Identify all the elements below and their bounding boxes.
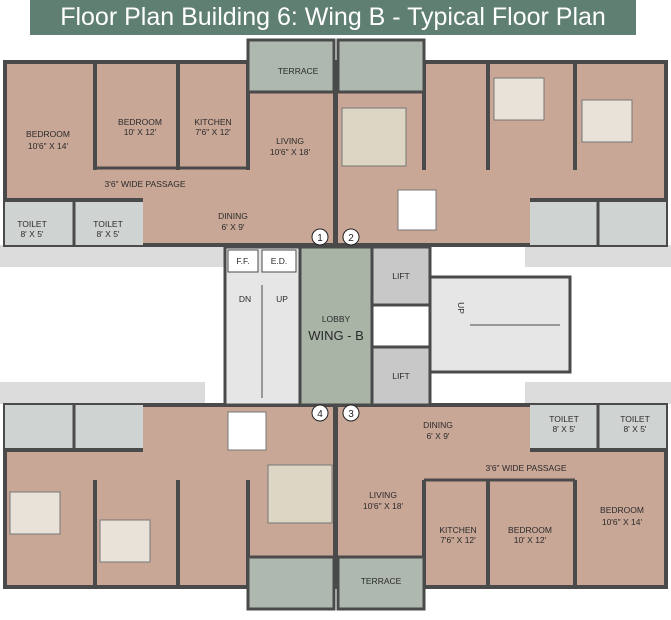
bed [493, 77, 545, 121]
dining-table [397, 189, 437, 231]
room-label-living: LIVING [369, 490, 397, 500]
lift-label: LIFT [392, 371, 409, 381]
terrace-area [246, 38, 336, 94]
room-dim-living: 10'6" X 18' [363, 501, 404, 511]
balcony-ledge [0, 245, 230, 267]
room-label-kitchen: KITCHEN [194, 117, 231, 127]
room-dim-bedroom: 10'6" X 14' [602, 517, 643, 527]
room-label-terrace: TERRACE [361, 576, 402, 586]
room-label-toilet: TOILET [620, 414, 650, 424]
dining-table [227, 411, 267, 451]
flat-number-3: 3 [348, 409, 354, 420]
flat-3 [334, 403, 668, 611]
room-label-bedroom: BEDROOM [600, 505, 644, 515]
flat-number-badge [342, 404, 360, 422]
sofa-set [341, 107, 407, 167]
room-dim-toilet: 8' X 5' [96, 229, 119, 239]
room-label-bedroom: BEDROOM [508, 525, 552, 535]
room-dim-toilet: 8' X 5' [623, 424, 646, 434]
passage-label: 3'6" WIDE PASSAGE [104, 179, 185, 189]
room-dim-toilet: 8' X 5' [20, 229, 43, 239]
room-dim-living: 10'6" X 18' [270, 147, 311, 157]
room-label-toilet: TOILET [549, 414, 579, 424]
sofa-set [267, 464, 333, 524]
room-dim-bedroom: 10'6" X 14' [28, 141, 69, 151]
flat-2 [334, 38, 668, 247]
room-dim-bedroom: 10' X 12' [124, 127, 157, 137]
ed-shaft [261, 249, 297, 273]
flat-number-1: 1 [317, 233, 323, 244]
flat-number-badge [311, 228, 329, 246]
room-label-kitchen: KITCHEN [439, 525, 476, 535]
room-label-bedroom: BEDROOM [118, 117, 162, 127]
wing-label: WING - B [308, 328, 364, 343]
flat-number-4: 4 [317, 409, 323, 420]
ff-label: F.F. [236, 256, 249, 266]
room-label-toilet: TOILET [17, 219, 47, 229]
stair-up-label: UP [276, 294, 288, 304]
room-dim-dining: 6' X 9' [426, 431, 449, 441]
stair-up-label: UP [456, 302, 466, 314]
bed [581, 99, 633, 143]
flat-4 [3, 403, 337, 611]
lobby-area [298, 245, 374, 407]
room-label-terrace: TERRACE [278, 66, 319, 76]
room-label-dining: DINING [423, 420, 453, 430]
balcony-ledge [0, 382, 205, 404]
flat-number-badge [342, 228, 360, 246]
lobby-label: LOBBY [322, 314, 351, 324]
flat-1 [3, 38, 337, 247]
flat-number-badge [311, 404, 329, 422]
page-title: Floor Plan Building 6: Wing B - Typical … [30, 0, 636, 35]
bed [99, 519, 151, 563]
room-dim-toilet: 8' X 5' [552, 424, 575, 434]
ff-shaft [227, 249, 259, 273]
room-label-toilet: TOILET [93, 219, 123, 229]
room-label-dining: DINING [218, 211, 248, 221]
bed [9, 491, 61, 535]
lift-2 [370, 345, 432, 407]
room-label-living: LIVING [276, 136, 304, 146]
flat-number-2: 2 [348, 233, 354, 244]
stair-dn-label: DN [239, 294, 251, 304]
room-dim-kitchen: 7'6" X 12' [440, 535, 476, 545]
balcony-ledge [525, 245, 671, 267]
core [223, 245, 572, 407]
room-dim-kitchen: 7'6" X 12' [195, 127, 231, 137]
room-dim-bedroom: 10' X 12' [514, 535, 547, 545]
lift-label: LIFT [392, 271, 409, 281]
balcony-ledge [525, 382, 671, 404]
ed-label: E.D. [271, 256, 288, 266]
room-dim-dining: 6' X 9' [221, 222, 244, 232]
room-label-bedroom: BEDROOM [26, 129, 70, 139]
passage-label: 3'6" WIDE PASSAGE [485, 463, 566, 473]
